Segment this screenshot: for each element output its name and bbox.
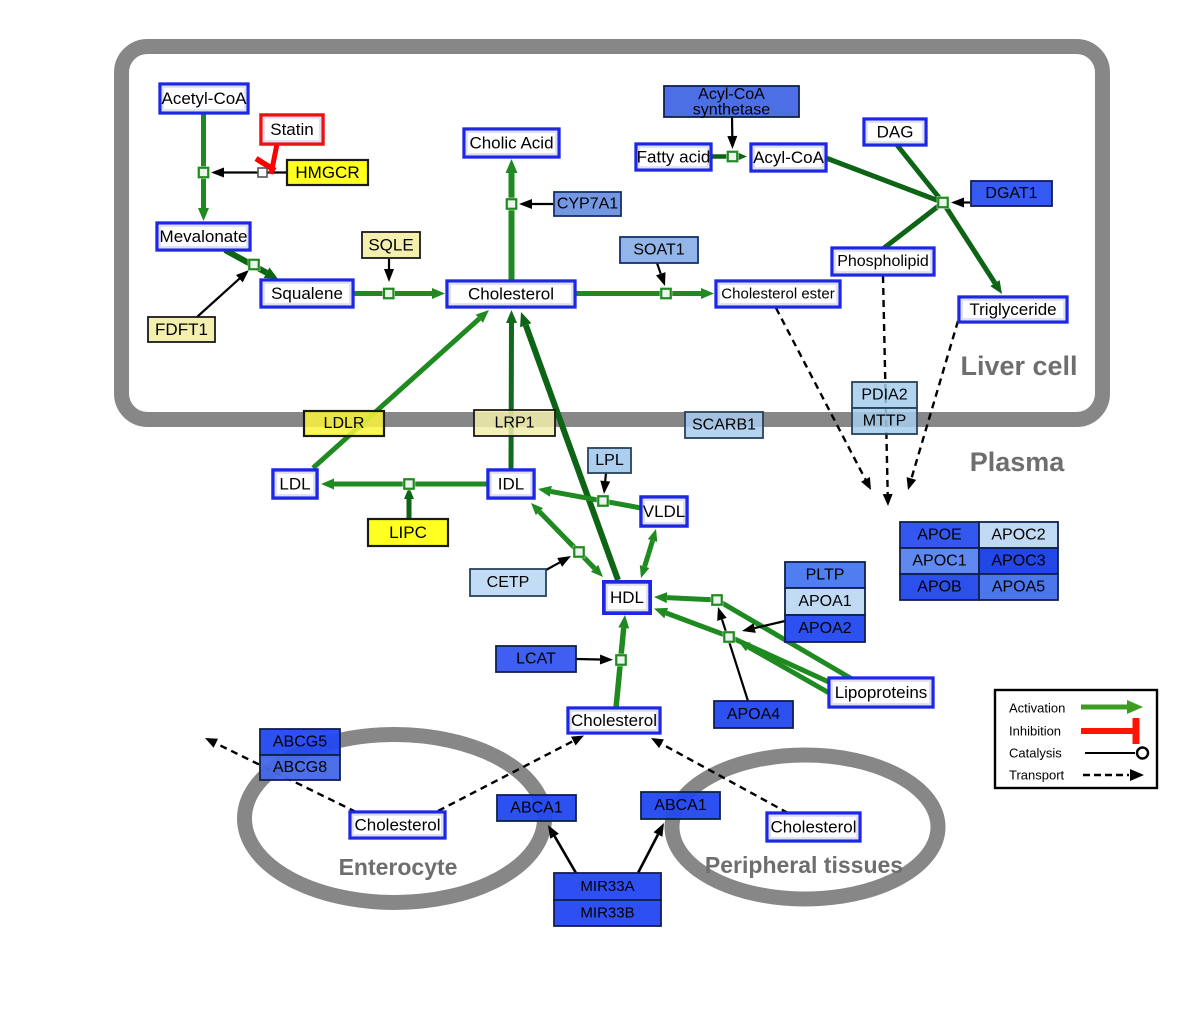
svg-text:Mevalonate: Mevalonate [160, 227, 248, 246]
svg-text:Triglyceride: Triglyceride [969, 300, 1056, 319]
svg-text:HDL: HDL [610, 588, 644, 607]
svg-text:Cholesterol: Cholesterol [468, 285, 554, 304]
svg-text:PDIA2: PDIA2 [861, 387, 907, 404]
svg-text:IDL: IDL [498, 475, 524, 494]
svg-text:APOE: APOE [917, 527, 961, 544]
svg-text:Statin: Statin [270, 120, 313, 139]
svg-text:Liver cell: Liver cell [960, 351, 1077, 381]
svg-text:Squalene: Squalene [271, 284, 343, 303]
svg-text:Inhibition: Inhibition [1009, 724, 1061, 739]
svg-text:LPL: LPL [595, 452, 624, 469]
svg-text:LRP1: LRP1 [494, 415, 534, 432]
svg-text:ABCA1: ABCA1 [654, 797, 707, 814]
svg-text:APOA4: APOA4 [727, 706, 780, 723]
svg-text:MTTP: MTTP [863, 413, 907, 430]
svg-text:Phospholipid: Phospholipid [837, 253, 929, 270]
svg-text:Lipoproteins: Lipoproteins [835, 683, 928, 702]
svg-text:MIR33A: MIR33A [580, 878, 634, 895]
svg-text:Peripheral tissues: Peripheral tissues [705, 852, 903, 878]
svg-text:Cholesterol: Cholesterol [771, 818, 857, 837]
svg-text:LDL: LDL [279, 475, 310, 494]
svg-text:VLDL: VLDL [643, 502, 686, 521]
svg-text:DAG: DAG [877, 123, 914, 142]
svg-text:ABCG5: ABCG5 [273, 734, 327, 751]
svg-text:APOA1: APOA1 [798, 593, 851, 610]
svg-text:ABCA1: ABCA1 [510, 800, 563, 817]
svg-text:ABCG8: ABCG8 [273, 759, 327, 776]
svg-text:CETP: CETP [487, 574, 530, 591]
svg-text:HMGCR: HMGCR [295, 163, 359, 182]
svg-text:Cholic Acid: Cholic Acid [469, 134, 553, 153]
svg-text:Cholesterol ester: Cholesterol ester [721, 286, 834, 303]
svg-text:Cholesterol: Cholesterol [571, 711, 657, 730]
svg-text:FDFT1: FDFT1 [155, 320, 208, 339]
svg-text:Fatty acid: Fatty acid [637, 148, 711, 167]
svg-text:Acyl-CoA: Acyl-CoA [753, 148, 825, 167]
svg-text:Enterocyte: Enterocyte [339, 854, 458, 880]
svg-text:synthetase: synthetase [693, 102, 770, 119]
svg-text:APOC2: APOC2 [991, 527, 1045, 544]
svg-text:LDLR: LDLR [324, 415, 365, 432]
svg-text:CYP7A1: CYP7A1 [557, 196, 618, 213]
svg-text:Activation: Activation [1009, 701, 1065, 716]
svg-text:APOC3: APOC3 [991, 553, 1045, 570]
svg-text:LCAT: LCAT [516, 651, 556, 668]
svg-text:Plasma: Plasma [970, 447, 1066, 477]
svg-text:PLTP: PLTP [806, 567, 845, 584]
svg-text:APOA5: APOA5 [992, 579, 1045, 596]
svg-text:Cholesterol: Cholesterol [355, 816, 441, 835]
svg-text:APOB: APOB [917, 579, 961, 596]
svg-text:MIR33B: MIR33B [580, 905, 634, 922]
svg-text:LIPC: LIPC [389, 523, 427, 542]
svg-text:SCARB1: SCARB1 [692, 417, 756, 434]
svg-text:Transport: Transport [1009, 768, 1065, 783]
svg-text:SQLE: SQLE [368, 236, 413, 255]
svg-text:Acyl-CoA: Acyl-CoA [698, 86, 765, 103]
svg-text:Catalysis: Catalysis [1009, 746, 1062, 761]
svg-text:APOC1: APOC1 [912, 553, 966, 570]
svg-text:Acetyl-CoA: Acetyl-CoA [161, 89, 247, 108]
svg-text:SOAT1: SOAT1 [633, 242, 684, 259]
svg-text:APOA2: APOA2 [798, 620, 851, 637]
svg-text:DGAT1: DGAT1 [985, 185, 1037, 202]
